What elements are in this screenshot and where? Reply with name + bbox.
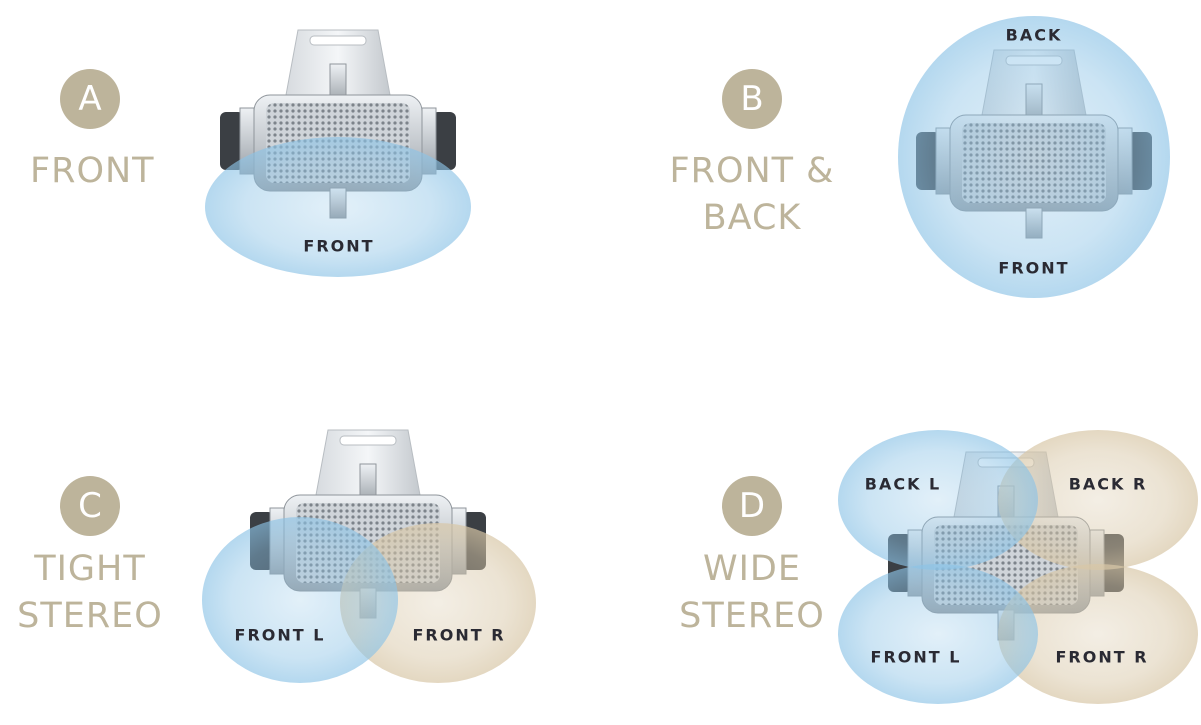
mic-wide-stereo-pattern-diagram — [838, 430, 1198, 704]
mode-label-line: FRONT & — [669, 151, 835, 191]
pickup-zone-front-r — [340, 523, 536, 683]
mode-label-line: STEREO — [679, 596, 825, 636]
mode-label-d: WIDE STEREO — [672, 546, 832, 640]
mode-label-b: FRONT & BACK — [660, 148, 844, 242]
mode-label-c: TIGHT STEREO — [10, 546, 170, 640]
badge-b: B — [722, 69, 782, 129]
zone-label-back-r: BACK R — [1068, 474, 1148, 494]
pickup-zone-back-r — [998, 430, 1198, 570]
pickup-zone-front-back — [898, 16, 1170, 298]
badge-d: D — [722, 476, 782, 536]
pickup-zone-front-l — [202, 517, 398, 683]
pickup-zone-front-l — [838, 564, 1038, 704]
mic-front-pattern-diagram — [205, 29, 471, 277]
mic-front-back-pattern-diagram — [898, 16, 1170, 298]
zone-label-front: FRONT — [998, 258, 1070, 278]
pickup-zone-front — [205, 137, 471, 277]
zone-label-back-l: BACK L — [864, 474, 942, 494]
panel-d: D WIDE STEREO BACK L BACK R FRONT L FRON… — [600, 362, 1201, 725]
panel-a: A FRONT FRONT — [0, 0, 600, 362]
zone-label-back: BACK — [1005, 25, 1063, 45]
zone-label-front-l: FRONT L — [234, 625, 326, 645]
badge-a: A — [60, 69, 120, 129]
zone-label-front-l: FRONT L — [870, 647, 962, 667]
mode-label-a: FRONT — [30, 148, 155, 195]
pickup-zone-back-l — [838, 430, 1038, 570]
mode-label-line: WIDE — [703, 549, 801, 589]
mode-label-line: FRONT — [30, 151, 155, 191]
badge-c: C — [60, 476, 120, 536]
zone-label-front-r: FRONT R — [412, 625, 506, 645]
panel-b: B FRONT & BACK BACK FRONT — [600, 0, 1201, 362]
zone-label-front-r: FRONT R — [1055, 647, 1149, 667]
mode-label-line: STEREO — [17, 596, 163, 636]
mic-tight-stereo-pattern-diagram — [202, 429, 536, 683]
panel-c: C TIGHT STEREO FRONT L FRONT R — [0, 362, 600, 725]
mode-label-line: TIGHT — [34, 549, 146, 589]
zone-label-front: FRONT — [303, 236, 375, 256]
pickup-zone-front-r — [998, 564, 1198, 704]
mode-label-line: BACK — [702, 198, 802, 238]
